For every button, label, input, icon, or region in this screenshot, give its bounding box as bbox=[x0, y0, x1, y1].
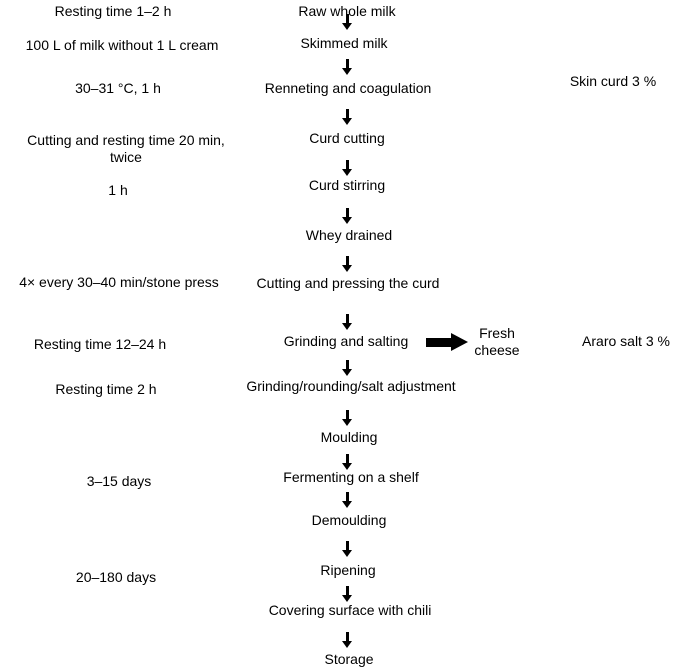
flow-arrow bbox=[342, 14, 352, 30]
step-whey-drained: Whey drained bbox=[305, 227, 393, 243]
note-20-180-days: 20–180 days bbox=[75, 569, 157, 585]
note-100l-milk: 100 L of milk without 1 L cream bbox=[25, 37, 219, 53]
flow-arrow bbox=[342, 256, 352, 272]
flow-arrow bbox=[342, 492, 352, 508]
note-cutting-resting: Cutting and resting time 20 min, twice bbox=[27, 132, 225, 166]
flow-arrow bbox=[342, 541, 352, 557]
flow-arrow bbox=[342, 314, 352, 330]
step-demoulding: Demoulding bbox=[311, 512, 387, 528]
step-curd-cutting: Curd cutting bbox=[309, 130, 385, 146]
flow-arrow bbox=[342, 632, 352, 648]
step-grinding-rounding: Grinding/rounding/salt adjustment bbox=[246, 378, 456, 394]
step-covering-chili: Covering surface with chili bbox=[268, 602, 432, 618]
note-temperature: 30–31 °C, 1 h bbox=[75, 80, 161, 96]
step-storage: Storage bbox=[324, 651, 374, 667]
branch-fresh-label: Fresh bbox=[479, 325, 515, 341]
note-press-schedule: 4× every 30–40 min/stone press bbox=[19, 274, 219, 290]
flow-arrow bbox=[342, 410, 352, 426]
branch-fresh-cheese: Fresh cheese bbox=[474, 325, 519, 359]
branch-cheese-label: cheese bbox=[474, 342, 520, 358]
flow-arrow bbox=[342, 586, 352, 602]
flow-arrow bbox=[342, 454, 352, 470]
step-curd-stirring: Curd stirring bbox=[308, 177, 386, 193]
flow-arrow bbox=[342, 160, 352, 176]
note-cutting-resting-line1: Cutting and resting time 20 min, bbox=[27, 132, 225, 148]
note-resting-1-2h: Resting time 1–2 h bbox=[54, 3, 172, 19]
step-renneting-coagulation: Renneting and coagulation bbox=[264, 80, 432, 96]
step-moulding: Moulding bbox=[320, 429, 378, 445]
step-fermenting: Fermenting on a shelf bbox=[283, 469, 419, 485]
step-cutting-pressing: Cutting and pressing the curd bbox=[256, 275, 440, 291]
note-resting-12-24h: Resting time 12–24 h bbox=[33, 336, 167, 352]
branch-arrow-icon bbox=[426, 333, 468, 351]
note-3-15-days: 3–15 days bbox=[86, 473, 152, 489]
flow-arrow bbox=[342, 109, 352, 125]
step-raw-whole-milk: Raw whole milk bbox=[298, 3, 396, 19]
note-cutting-resting-line2: twice bbox=[110, 149, 142, 165]
note-resting-2h: Resting time 2 h bbox=[55, 381, 157, 397]
note-1h: 1 h bbox=[108, 182, 128, 198]
note-araro-salt: Araro salt 3 % bbox=[582, 333, 670, 349]
step-grinding-salting: Grinding and salting bbox=[283, 333, 409, 349]
note-skin-curd: Skin curd 3 % bbox=[569, 73, 657, 89]
flow-arrow bbox=[342, 208, 352, 224]
flow-arrow bbox=[342, 360, 352, 376]
step-skimmed-milk: Skimmed milk bbox=[300, 35, 388, 51]
step-ripening: Ripening bbox=[320, 562, 376, 578]
flow-arrow bbox=[342, 59, 352, 75]
